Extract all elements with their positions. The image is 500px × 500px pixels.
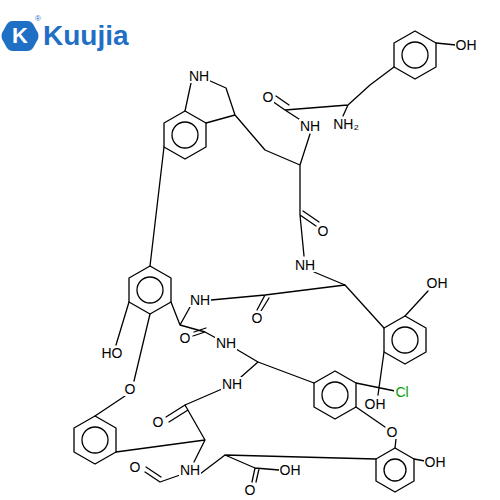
atom-label: NH (189, 293, 211, 307)
atom-label: NH₂ (332, 117, 360, 131)
aromatic-ring (164, 111, 206, 159)
logo-text: Kuujia (42, 22, 130, 50)
logo-icon (2, 21, 39, 51)
atom-label: Cl (394, 385, 409, 399)
logo-icon-letter: K (11, 25, 29, 47)
atom-label: NH (294, 258, 316, 272)
atom-label: O (317, 224, 330, 238)
aromatic-circle (172, 122, 198, 148)
aromatic-ring (394, 31, 436, 79)
atom-label: O (244, 483, 257, 497)
aromatic-circle (384, 459, 406, 481)
aromatic-ring (129, 266, 171, 314)
atom-label: O (179, 331, 192, 345)
aromatic-ring (314, 371, 356, 419)
atom-label: O (124, 382, 137, 396)
aromatic-circle (392, 327, 418, 353)
atom-label: OH (279, 463, 302, 477)
atom-label: OH (364, 397, 387, 411)
atom-label: HO (101, 346, 124, 360)
atom-label: O (129, 460, 142, 474)
atom-label: O (152, 415, 165, 429)
bond-lines (95, 43, 456, 482)
aromatic-circle (402, 42, 428, 68)
atom-label: NH (299, 119, 321, 133)
atom-label: NH (179, 463, 201, 477)
atom-label: NH (188, 69, 210, 83)
atom-label: OH (424, 455, 447, 469)
aromatic-ring (384, 316, 426, 364)
aromatic-circle (137, 277, 163, 303)
atom-label: O (262, 90, 275, 104)
aromatic-ring (376, 448, 414, 492)
aromatic-ring (74, 416, 116, 464)
atom-label: OH (426, 276, 449, 290)
atom-label: O (386, 425, 399, 439)
registered-mark: ® (34, 15, 42, 23)
atom-label: NH (221, 377, 243, 391)
aromatic-circle (322, 382, 348, 408)
atom-label: OH (455, 38, 478, 52)
atom-label: O (251, 311, 264, 325)
ring-group (74, 31, 436, 492)
atom-label: NH (215, 336, 237, 350)
aromatic-circle (82, 427, 108, 453)
